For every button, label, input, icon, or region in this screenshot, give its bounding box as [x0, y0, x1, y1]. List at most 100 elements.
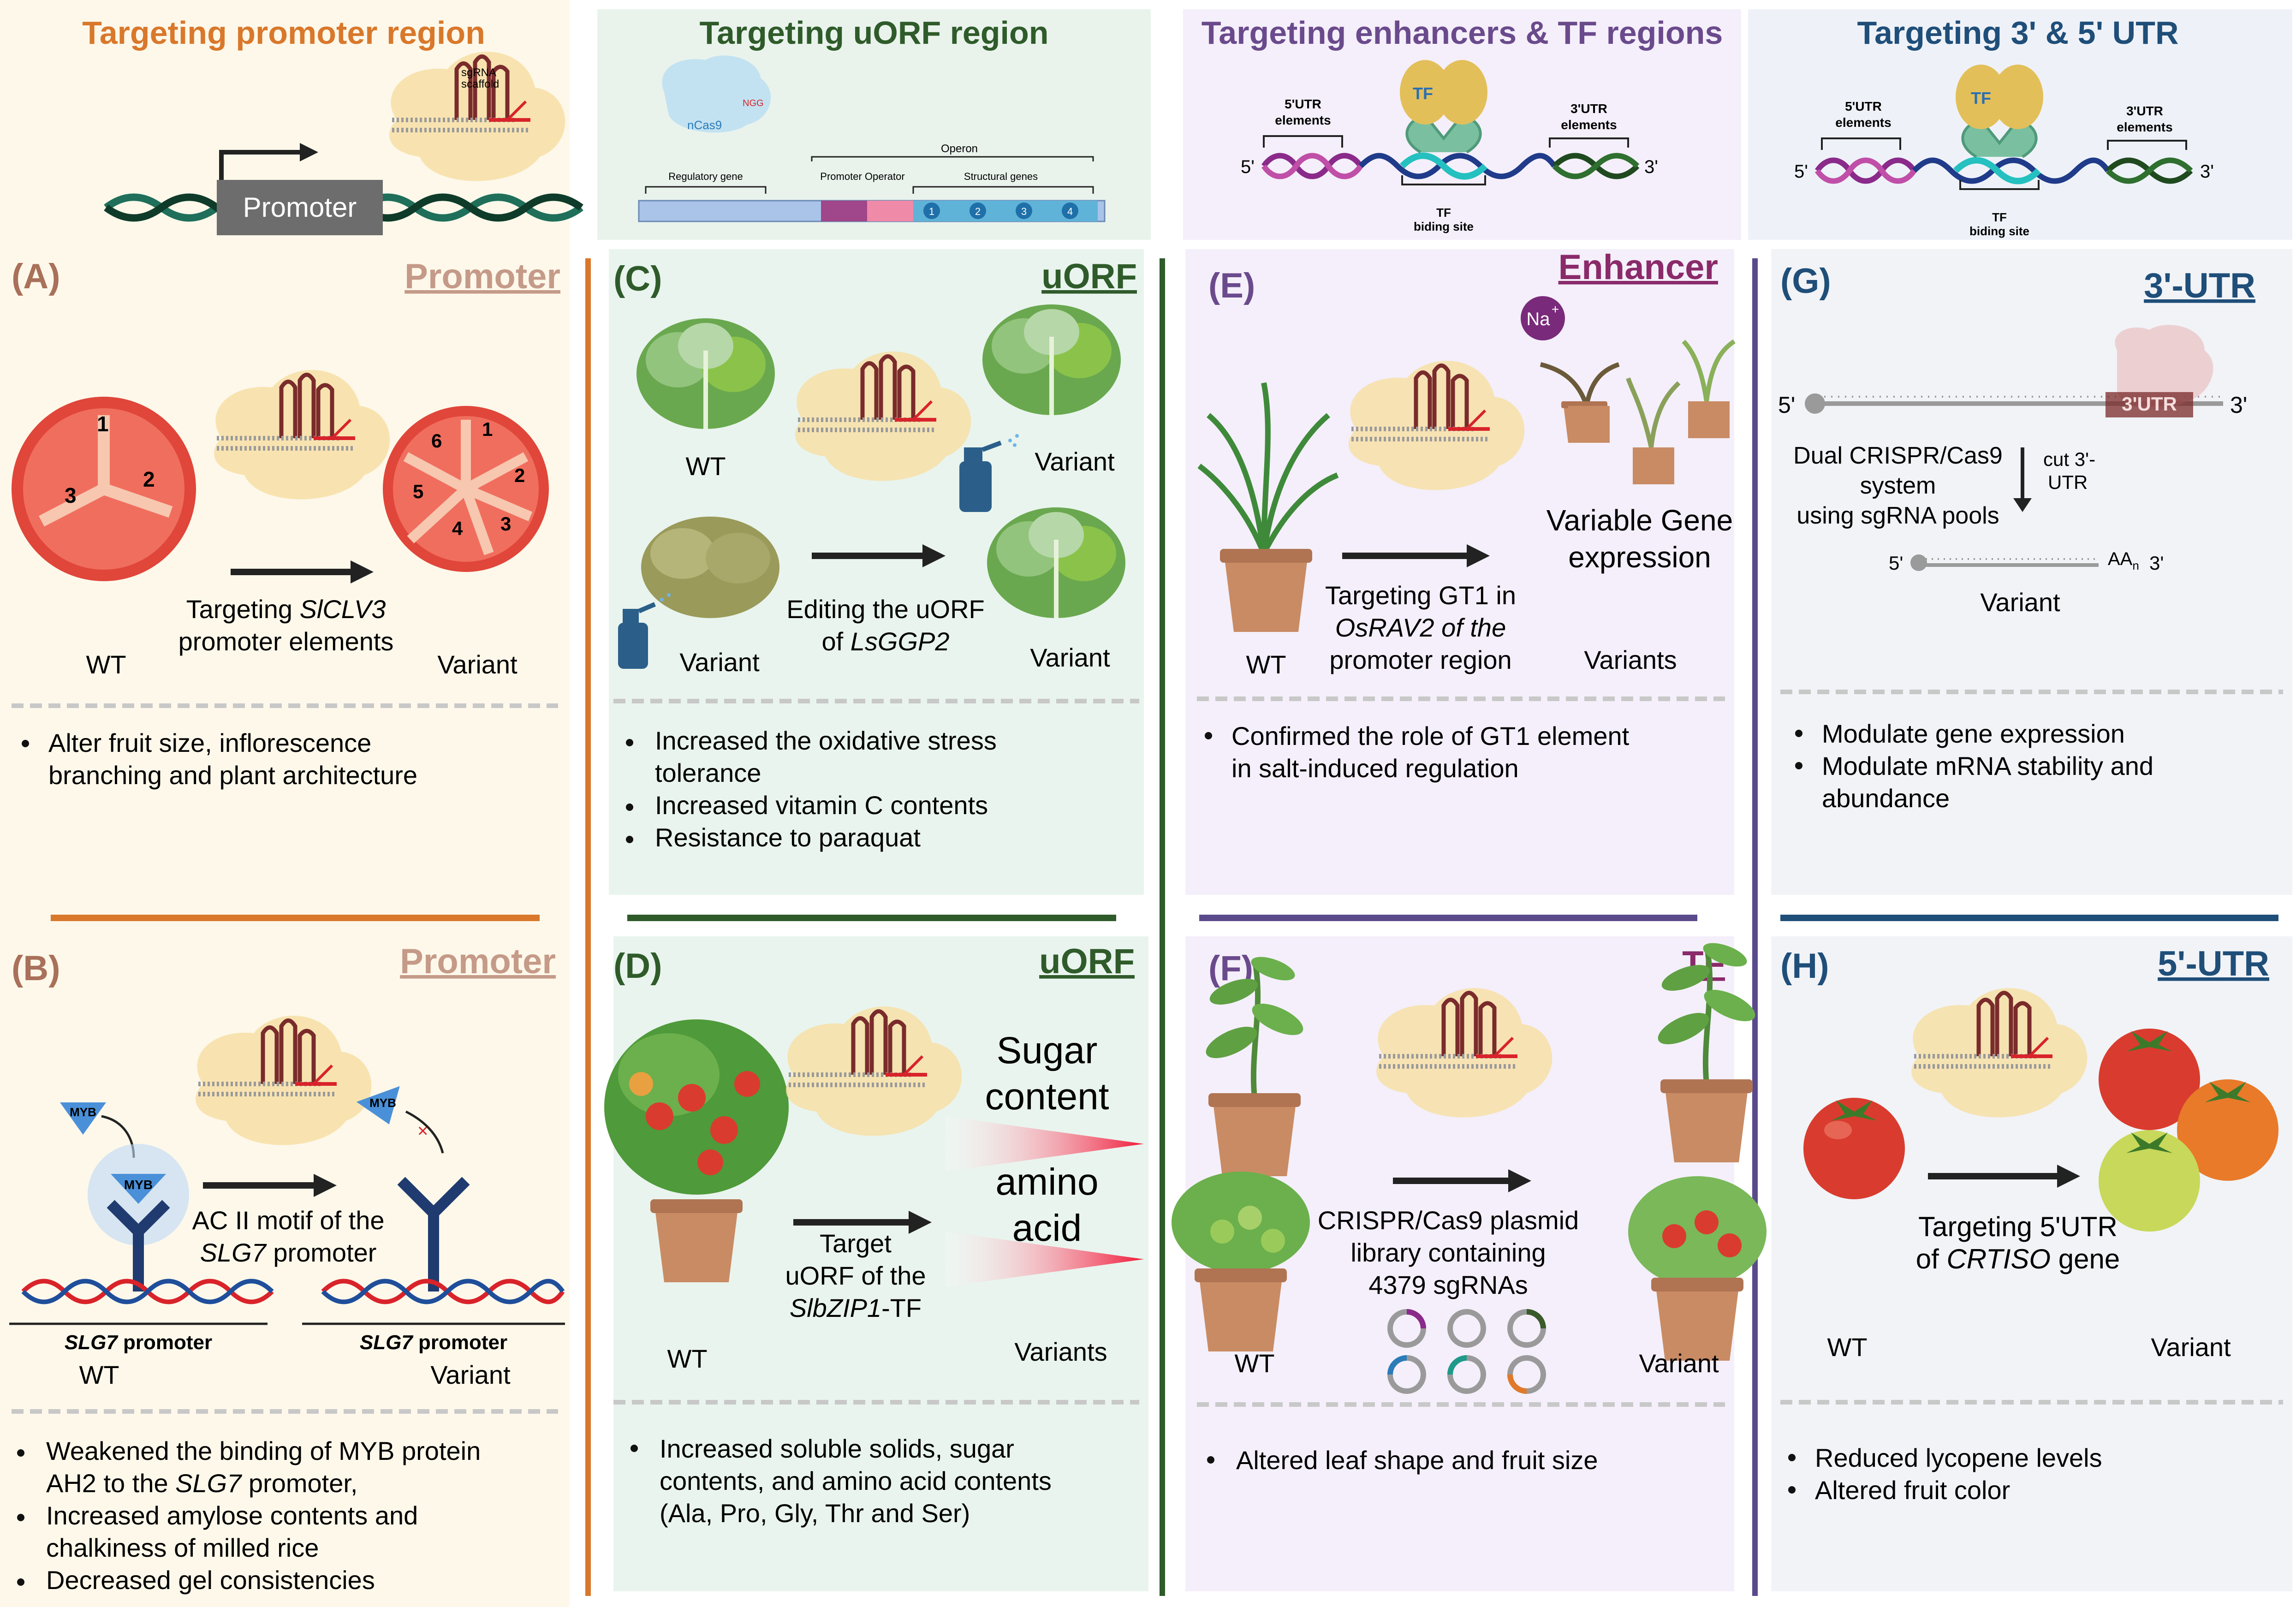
- wt-locule-2: 2: [143, 467, 155, 491]
- panel-b-bullet-1-cont: AH2 to the SLG7 promoter,: [46, 1469, 357, 1498]
- utr3-label-1: 3'UTR: [1570, 101, 1607, 116]
- panel-c-bullet-1: Increased the oxidative stress: [655, 726, 997, 755]
- panel-f-variant-label: Variant: [1639, 1349, 1719, 1378]
- panel-g-dual-3: using sgRNA pools: [1796, 502, 1999, 529]
- wt-tomato-slice: 1 2 3: [12, 397, 196, 581]
- panel-b-bullet-2: Increased amylose contents and: [46, 1501, 418, 1530]
- amino-label-1: amino: [995, 1161, 1098, 1203]
- dna-helix-variant: [321, 1279, 565, 1304]
- myb-var-label: MYB: [369, 1096, 396, 1110]
- spray-bottle-icon: [959, 434, 1019, 512]
- panel-e: (E) Enhancer Na + Variable Gene expressi…: [1197, 248, 1736, 783]
- panel-b-bullet-1: Weakened the binding of MYB protein: [46, 1436, 481, 1465]
- panel-d-bullet-1: Increased soluble solids, sugar: [660, 1434, 1014, 1463]
- myb-protein-wt: MYB MYB: [60, 1102, 189, 1292]
- utr-col-utr3-label-1: 3'UTR: [2126, 104, 2163, 118]
- panel-c-letter: (C): [613, 259, 662, 298]
- var-locule-6: 6: [431, 430, 442, 452]
- utr-col-utr5-label-2: elements: [1835, 115, 1891, 130]
- panel-e-arrow-line2: OsRAV2 of the: [1335, 613, 1506, 642]
- panel-b: (B) Promoter MYB MYB MYB × AC II motif o…: [9, 942, 565, 1595]
- myb-wt-free-label: MYB: [70, 1105, 96, 1119]
- column-promoter-bg: [0, 0, 570, 1607]
- sgrna-label: sgRNA: [461, 66, 496, 79]
- lettuce-wt: [636, 318, 775, 429]
- myb-protein-variant: MYB ×: [356, 1086, 470, 1292]
- panel-c-variant-left-label: Variant: [679, 648, 760, 677]
- panel-b-wt-promoter: SLG7 promoter: [65, 1331, 212, 1354]
- panel-g-variant-three-prime: 3': [2149, 552, 2164, 574]
- panel-b-arrow-line2: SLG7 promoter: [200, 1238, 377, 1267]
- panel-g-type: 3'-UTR: [2144, 266, 2255, 305]
- five-prime-label: 5': [1241, 157, 1255, 177]
- sugar-label-2: content: [985, 1076, 1109, 1118]
- amino-increase-wedge: [946, 1232, 1144, 1287]
- variant-plants: [1540, 339, 1736, 484]
- dna-helix-wt: [21, 1279, 274, 1304]
- panel-c-bullet-1-cont: tolerance: [655, 758, 761, 787]
- promoter-operator-label: Promoter Operator: [820, 171, 904, 182]
- myb-wt-bound-label: MYB: [124, 1178, 153, 1192]
- gene-3-number: 3: [1021, 206, 1027, 217]
- fruiting-plant-variant: [1628, 1176, 1767, 1361]
- plasmid-library-icons: [1387, 1309, 1546, 1394]
- panel-b-var-promoter: SLG7 promoter: [360, 1331, 507, 1354]
- utr-three-prime: 3': [2200, 161, 2214, 182]
- gene-1-number: 1: [929, 206, 934, 217]
- header-uorf-diagram: nCas9 NGG Operon Regulatory gene Promote…: [638, 55, 1106, 222]
- lettuce-wilted: [641, 517, 779, 618]
- panel-a-bullet-1-cont: branching and plant architecture: [48, 761, 417, 790]
- panel-a-type: Promoter: [404, 257, 560, 296]
- panel-d-wt-label: WT: [667, 1344, 707, 1373]
- panel-d-type: uORF: [1039, 942, 1135, 981]
- wt-locule-3: 3: [65, 483, 77, 507]
- panel-g-bullet-1: Modulate gene expression: [1822, 719, 2125, 748]
- header-enhancer-diagram: 5'UTR elements 3'UTR elements 5' 3' TF b…: [1241, 60, 1658, 233]
- three-prime-label: 3': [1644, 157, 1658, 177]
- blocked-x-icon: ×: [417, 1121, 428, 1141]
- panel-e-bullet-1: Confirmed the role of GT1 element: [1231, 721, 1630, 750]
- column-title-enhancer: Targeting enhancers & TF regions: [1202, 15, 1723, 51]
- header-promoter-diagram: Promoter sgRNA scaffold: [106, 52, 581, 235]
- panel-d-variant-label: Variants: [1014, 1337, 1107, 1366]
- ngg-label: NGG: [743, 98, 764, 108]
- panel-g-cut-2: UTR: [2048, 471, 2088, 493]
- promoter-box-label: Promoter: [243, 192, 357, 223]
- var-locule-4: 4: [452, 518, 463, 539]
- column-title-uorf: Targeting uORF region: [699, 15, 1048, 51]
- panel-f-arrow-line2: library containing: [1350, 1238, 1546, 1267]
- panel-e-result-1: Variable Gene: [1547, 504, 1733, 537]
- scaffold-label: scaffold: [461, 78, 499, 90]
- panel-e-letter: (E): [1208, 266, 1255, 305]
- gene-2-number: 2: [975, 206, 981, 217]
- panel-e-variant-label: Variants: [1584, 645, 1677, 674]
- panel-g-bullet-2-cont: abundance: [1822, 784, 1950, 813]
- tomato-plant-wt: [604, 1019, 789, 1282]
- ncas9-label: nCas9: [687, 118, 722, 132]
- panel-h-bullet-2: Altered fruit color: [1815, 1476, 2010, 1505]
- utr-tf-protein: TF: [1971, 89, 1991, 107]
- panel-c-arrow-line1: Editing the uORF: [786, 595, 985, 624]
- panel-c-bullet-3: Resistance to paraquat: [655, 823, 921, 852]
- utr5-label-1: 5'UTR: [1285, 97, 1321, 111]
- tf-site-label-1: TF: [1436, 206, 1451, 220]
- panel-h-variant-label: Variant: [2151, 1333, 2231, 1362]
- panel-b-type: Promoter: [400, 942, 556, 981]
- panel-e-wt-label: WT: [1246, 650, 1286, 679]
- var-locule-1: 1: [482, 418, 493, 440]
- panel-b-wt-label: WT: [79, 1360, 119, 1389]
- panel-e-arrow-line1: Targeting GT1 in: [1325, 581, 1516, 610]
- panel-a-arrow-line1: Targeting SlCLV3: [186, 595, 386, 624]
- panel-b-bullet-2-cont: chalkiness of milled rice: [46, 1533, 319, 1562]
- panel-c-wt-label: WT: [685, 452, 726, 481]
- panel-h-bullet-1: Reduced lycopene levels: [1815, 1443, 2102, 1472]
- panel-g-three-prime: 3': [2230, 392, 2247, 418]
- variant-tomato-slice: 1 2 3 4 5 6: [383, 406, 549, 572]
- amino-label-2: acid: [1012, 1207, 1082, 1249]
- panel-c: (C) uORF WT Variant Variant Editing the …: [613, 257, 1139, 852]
- panel-g-bullet-2: Modulate mRNA stability and: [1822, 751, 2153, 780]
- utr5-label-2: elements: [1275, 113, 1331, 127]
- tomato-wt: [1803, 1098, 1905, 1199]
- utr-col-utr3-label-2: elements: [2117, 120, 2172, 134]
- panel-f: (F) TF CRISPR/Cas9 plasmid library conta…: [1172, 938, 1767, 1475]
